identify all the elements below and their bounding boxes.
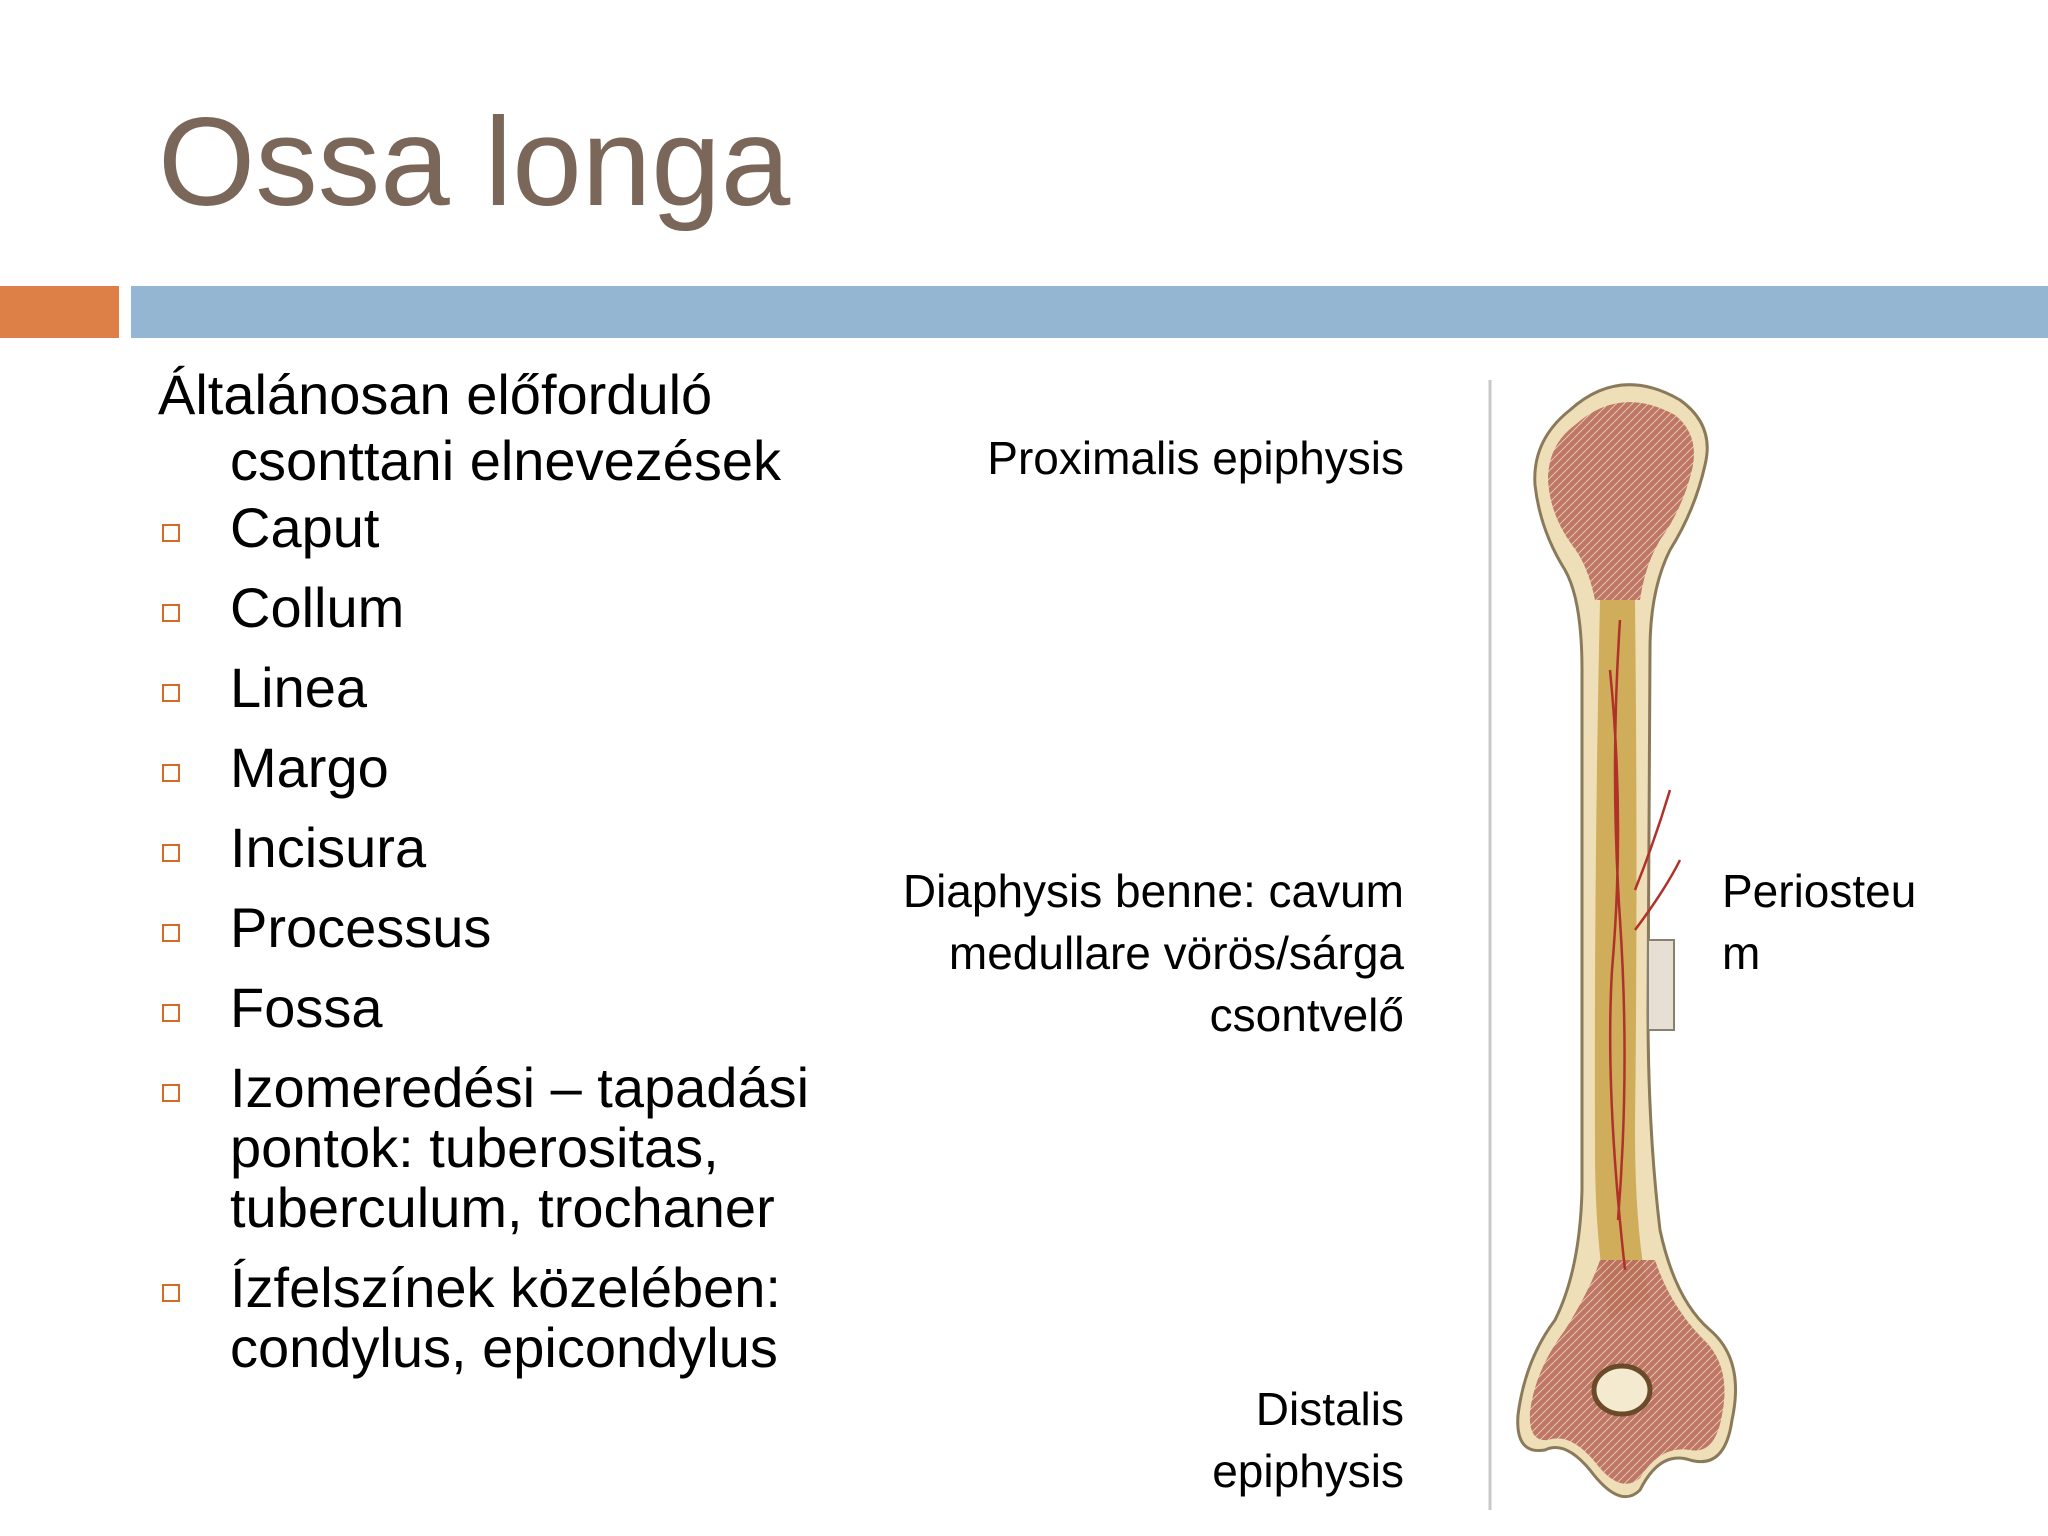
list-item: Incisura xyxy=(158,818,918,878)
square-bullet-icon xyxy=(162,524,180,542)
square-bullet-icon xyxy=(162,764,180,782)
list-item: Collum xyxy=(158,578,918,638)
square-bullet-icon xyxy=(162,1284,180,1302)
list-item: Processus xyxy=(158,898,918,958)
blood-vessels xyxy=(1608,619,1682,1271)
list-item: Margo xyxy=(158,738,918,798)
slide-title: Ossa longa xyxy=(158,93,791,232)
square-bullet-icon xyxy=(162,1004,180,1022)
intro-line-2: csonttani elnevezések xyxy=(230,429,782,492)
accent-bar-orange xyxy=(0,286,119,338)
square-bullet-icon xyxy=(162,604,180,622)
square-bullet-icon xyxy=(162,684,180,702)
intro-line-1: Általánosan előforduló xyxy=(158,363,713,426)
list-item: Ízfelszínek közelében: condylus, epicond… xyxy=(158,1258,918,1378)
label-periosteum: Periosteu m xyxy=(1722,865,1917,979)
intro-text: Általánosan előforduló csonttani elnevez… xyxy=(158,362,918,494)
periosteum-flap xyxy=(1647,939,1675,1031)
label-proximal-epiphysis: Proximalis epiphysis xyxy=(987,432,1404,484)
list-item: Linea xyxy=(158,658,918,718)
square-bullet-icon xyxy=(162,924,180,942)
square-bullet-icon xyxy=(162,1084,180,1102)
term-list: Caput Collum Linea Margo Incisura Proces… xyxy=(158,498,918,1398)
condyle-ring xyxy=(1591,1363,1653,1417)
accent-bar-blue xyxy=(131,286,2048,338)
label-distal-epiphysis: Distalis epiphysis xyxy=(1212,1383,1404,1497)
long-bone-illustration xyxy=(1488,380,1738,1510)
list-item: Fossa xyxy=(158,978,918,1038)
list-item: Izomeredési – tapadási pontok: tuberosit… xyxy=(158,1058,918,1238)
proximal-spongy-bone xyxy=(1548,402,1694,600)
list-item: Caput xyxy=(158,498,918,558)
square-bullet-icon xyxy=(162,844,180,862)
label-diaphysis: Diaphysis benne: cavum medullare vörös/s… xyxy=(902,865,1404,1041)
